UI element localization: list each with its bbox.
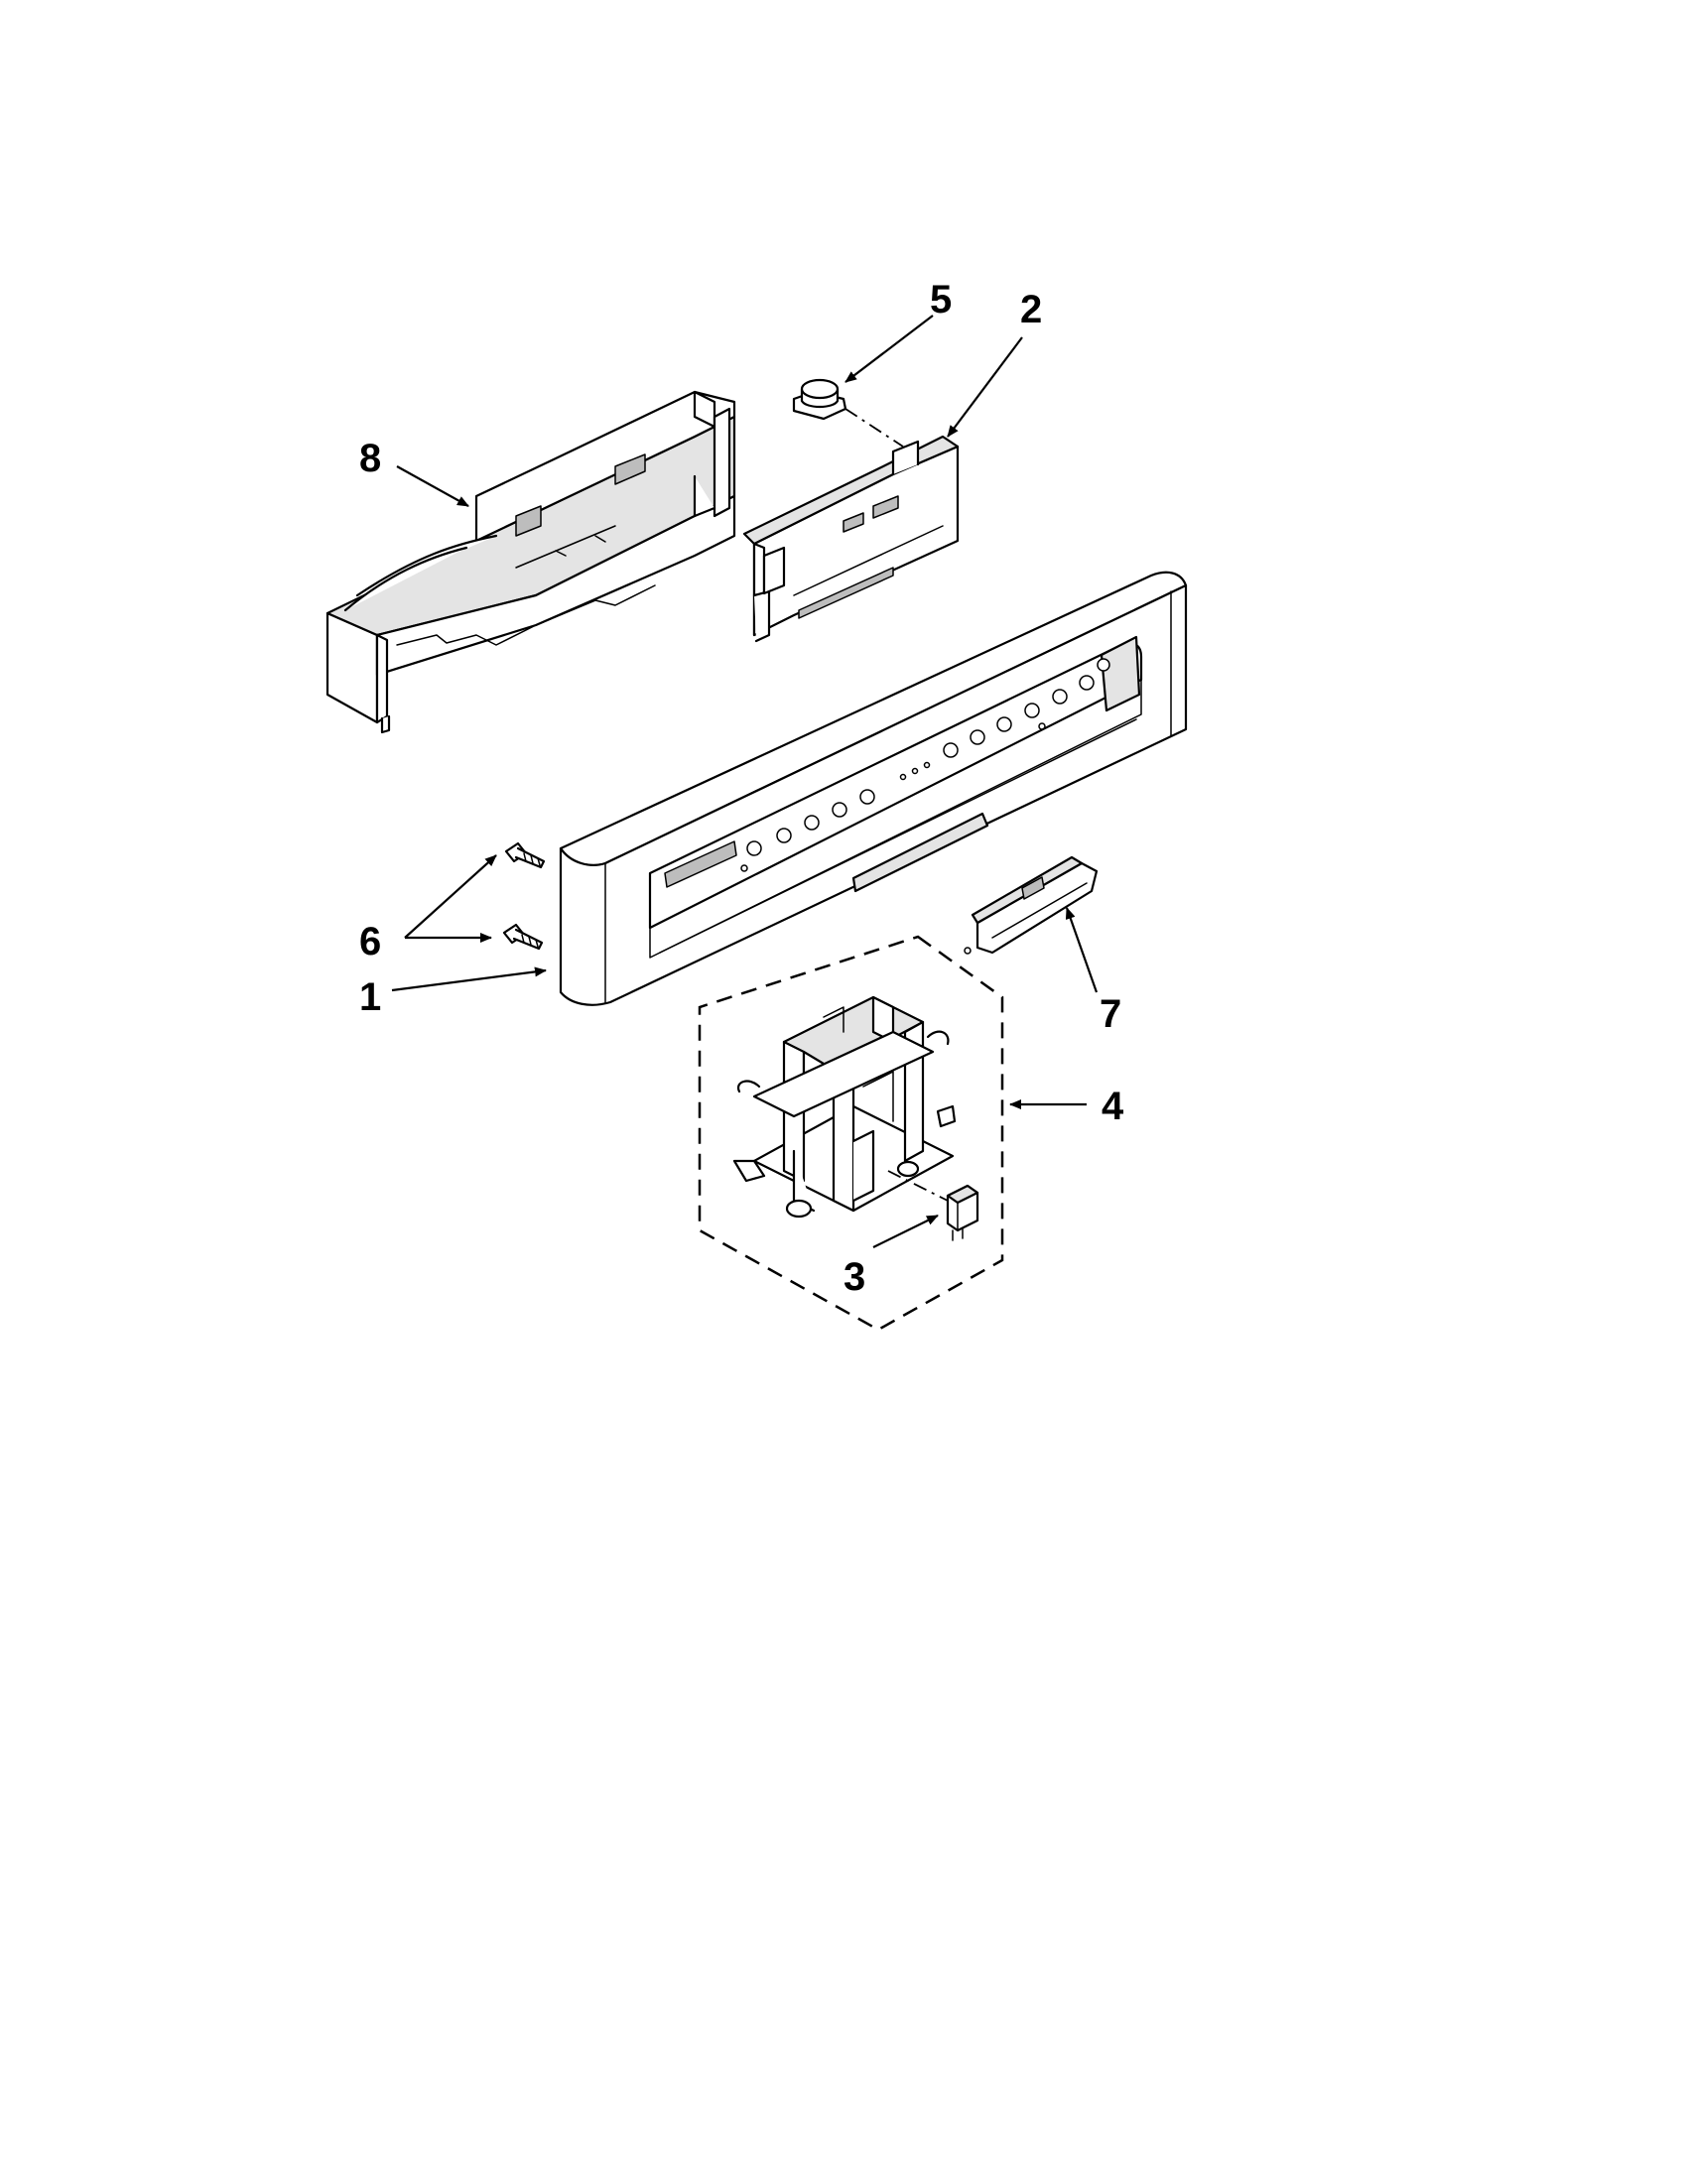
callout-label-5: 5 — [930, 278, 952, 321]
arrow-6a — [404, 854, 497, 939]
callout-label-4: 4 — [1102, 1085, 1124, 1128]
part-3-switch — [946, 1184, 979, 1241]
callout-label-1: 1 — [359, 975, 381, 1019]
part-5-sensor — [792, 378, 847, 421]
callout-label-6: 6 — [359, 920, 381, 964]
part-4-assembly-boundary — [698, 935, 1004, 1332]
part-4-dispenser-assembly — [732, 995, 957, 1219]
part-7-latch — [964, 855, 1099, 955]
callout-label-3: 3 — [844, 1255, 865, 1299]
callout-label-8: 8 — [359, 437, 381, 480]
callout-label-2: 2 — [1020, 288, 1042, 331]
arrow-5 — [844, 315, 934, 383]
part-2-control-board — [742, 435, 960, 643]
callout-labels: 5 2 8 6 1 7 4 3 — [359, 278, 1124, 1299]
part-1-console-panel — [559, 571, 1188, 1006]
arrow-3 — [872, 1215, 939, 1248]
callout-label-7: 7 — [1100, 992, 1121, 1036]
arrow-2 — [947, 336, 1023, 438]
arrow-7 — [1065, 907, 1099, 993]
part-6-screws — [502, 841, 546, 951]
part-8-upper-bracket — [325, 390, 736, 734]
callout-arrows — [391, 315, 1099, 1248]
arrow-8 — [396, 465, 469, 507]
connector-line-3-4 — [887, 1170, 949, 1202]
arrow-1 — [391, 966, 547, 992]
console-buttons — [740, 658, 1110, 872]
connector-line-5-2 — [844, 408, 904, 448]
